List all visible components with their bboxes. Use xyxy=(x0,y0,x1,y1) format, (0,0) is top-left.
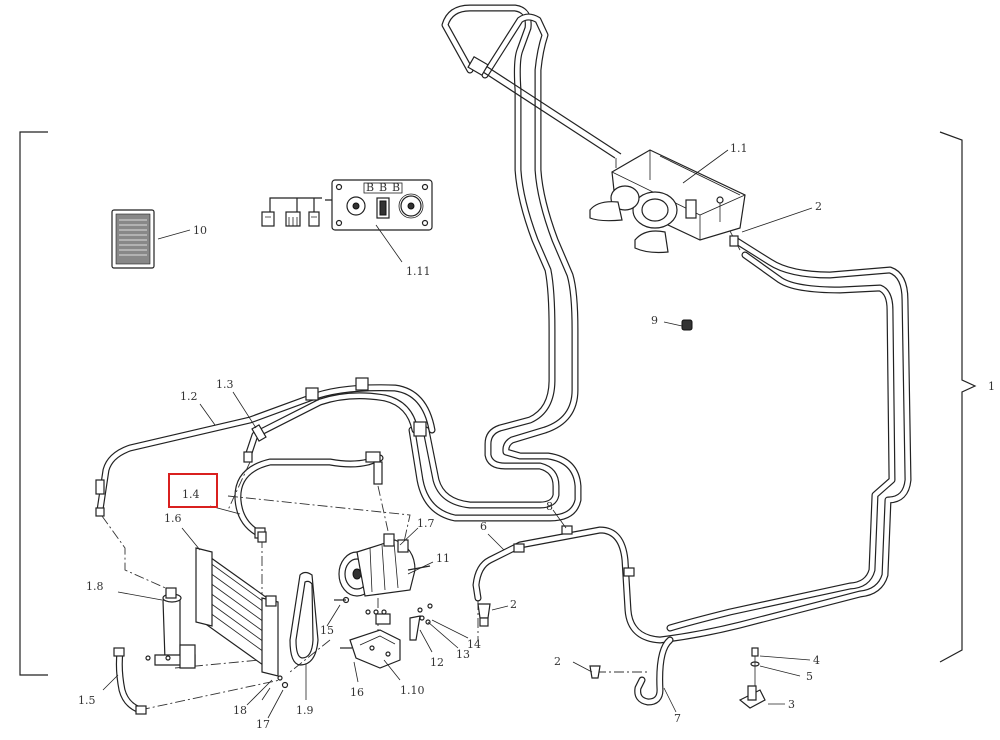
callout-1-10: 1.10 xyxy=(400,684,425,697)
callout-2-lower: 2 xyxy=(554,655,561,668)
callout-14: 14 xyxy=(467,638,481,651)
panel-switch-label-3: B xyxy=(392,181,400,194)
highlight-box-1-4 xyxy=(168,473,218,508)
evaporator-unit xyxy=(589,149,746,254)
callout-1-4: 1.4 xyxy=(182,488,200,501)
callout-2-evaporator: 2 xyxy=(815,200,822,213)
callout-7: 7 xyxy=(674,712,681,725)
leader-lines xyxy=(102,149,813,719)
panel-switch-label-1: B xyxy=(366,181,374,194)
callout-8: 8 xyxy=(546,500,553,513)
hoses-1-2-1-3 xyxy=(95,377,436,517)
small-parts xyxy=(477,235,766,709)
callout-18: 18 xyxy=(233,704,247,717)
callout-1-6: 1.6 xyxy=(164,512,182,525)
callout-1-8: 1.8 xyxy=(86,580,104,593)
compressor xyxy=(334,533,431,604)
callout-11: 11 xyxy=(436,552,450,565)
callout-1-11: 1.11 xyxy=(406,265,431,278)
callout-1-2: 1.2 xyxy=(180,390,198,403)
callout-10: 10 xyxy=(193,224,207,237)
callout-13: 13 xyxy=(456,648,470,661)
callout-1-1: 1.1 xyxy=(730,142,748,155)
callout-15: 15 xyxy=(320,624,334,637)
callout-1: 1 xyxy=(988,380,995,393)
right-brace xyxy=(939,131,977,663)
hose-1-5 xyxy=(113,647,147,715)
condenser xyxy=(195,531,289,689)
callout-2-hose: 2 xyxy=(510,598,517,611)
callout-1-5: 1.5 xyxy=(78,694,96,707)
callout-1-3: 1.3 xyxy=(216,378,234,391)
callout-12: 12 xyxy=(430,656,444,669)
panel-switch-label-2: B xyxy=(379,181,387,194)
callout-1-9: 1.9 xyxy=(296,704,314,717)
callout-9: 9 xyxy=(651,314,658,327)
callout-1-7: 1.7 xyxy=(417,517,435,530)
right-hose-loop xyxy=(472,236,912,706)
callout-16: 16 xyxy=(350,686,364,699)
left-bracket xyxy=(19,131,48,676)
control-panel: B B B xyxy=(261,179,433,231)
callout-17: 17 xyxy=(256,718,270,731)
main-hose-loop xyxy=(408,4,622,522)
callout-6: 6 xyxy=(480,520,487,533)
callout-5: 5 xyxy=(806,670,813,683)
decal-10 xyxy=(111,209,155,269)
callout-labels: 1 1.1 2 10 1.11 9 1.2 1.3 1.4 1.6 1.7 8 … xyxy=(78,142,995,731)
drive-belt xyxy=(289,571,319,666)
callout-4: 4 xyxy=(813,654,820,667)
receiver-drier xyxy=(145,587,196,669)
compressor-bracket xyxy=(340,603,433,669)
hose-1-4 xyxy=(234,451,384,539)
callout-3: 3 xyxy=(788,698,795,711)
